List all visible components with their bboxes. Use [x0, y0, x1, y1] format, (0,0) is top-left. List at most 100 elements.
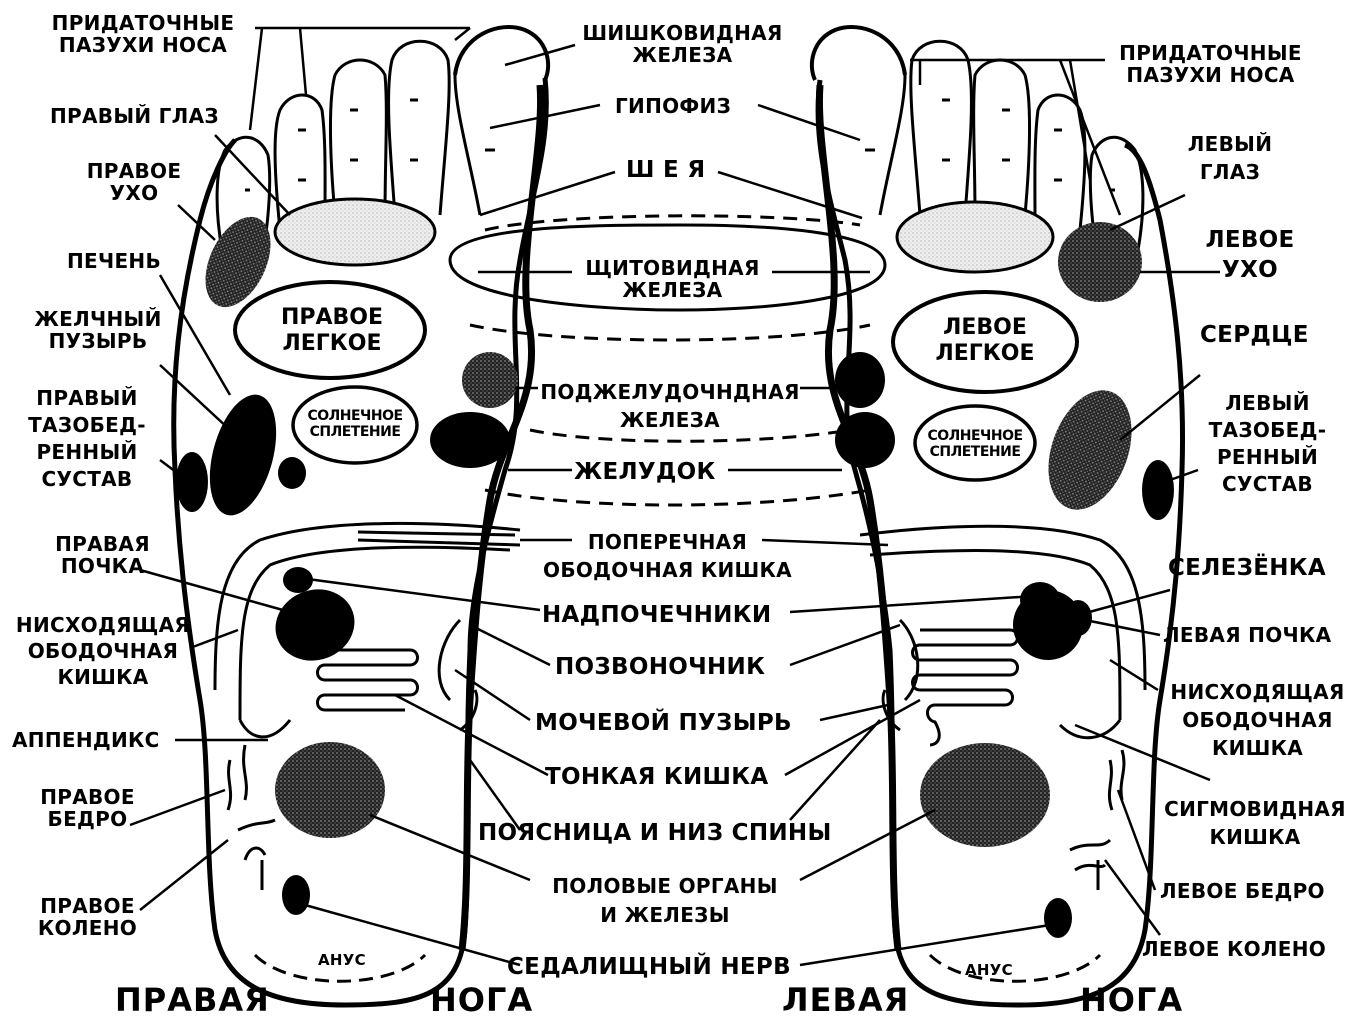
footer-right-word1: ПРАВАЯ — [115, 982, 270, 1018]
label-right-descending-colon-line1: НИСХОДЯЩАЯ — [8, 612, 198, 638]
right-pancreas-blob — [462, 352, 518, 408]
label-right-kidney-line1: ПРАВАЯ — [45, 533, 160, 555]
right-liver-zone — [198, 387, 288, 522]
label-gallbladder: ЖЕЛЧНЫЙ ПУЗЫРЬ — [28, 308, 168, 352]
label-left-hip: ЛЕВЫЙ ТАЗОБЕД- РЕННЫЙ СУСТАВ — [1195, 390, 1340, 498]
label-thyroid-line1: ЩИТОВИДНАЯ — [570, 257, 775, 279]
label-right-knee: ПРАВОЕ КОЛЕНО — [30, 895, 145, 939]
label-right-thigh-line1: ПРАВОЕ — [30, 786, 145, 808]
label-heart: СЕРДЦЕ — [1200, 320, 1309, 350]
label-left-hip-line2: ТАЗОБЕД- — [1195, 417, 1340, 444]
label-spine: ПОЗВОНОЧНИК — [555, 652, 765, 682]
label-left-hip-line3: РЕННЫЙ — [1195, 444, 1340, 471]
label-left-lung: ЛЕВОЕ ЛЕГКОЕ — [915, 315, 1055, 367]
right-small-intestine — [318, 650, 418, 710]
label-right-hip-line2: ТАЗОБЕД- — [12, 412, 162, 439]
label-left-sinuses-line1: ПРИДАТОЧНЫЕ — [1103, 42, 1318, 64]
label-bladder: МОЧЕВОЙ ПУЗЫРЬ — [535, 708, 792, 738]
label-pancreas-line1: ПОДЖЕЛУДОЧНДНАЯ — [535, 378, 805, 406]
right-genital-zone — [275, 742, 385, 838]
label-left-sinuses: ПРИДАТОЧНЫЕ ПАЗУХИ НОСА — [1103, 42, 1318, 86]
left-genital-zone — [920, 743, 1050, 847]
label-right-kidney: ПРАВАЯ ПОЧКА — [45, 533, 160, 577]
label-left-descending-colon: НИСХОДЯЩАЯ ОБОДОЧНАЯ КИШКА — [1160, 678, 1355, 762]
label-left-lung-line2: ЛЕГКОЕ — [915, 341, 1055, 367]
label-right-descending-colon-line3: КИШКА — [8, 664, 198, 690]
label-left-lung-line1: ЛЕВОЕ — [915, 315, 1055, 341]
label-right-solar-plexus-line1: СОЛНЕЧНОЕ — [300, 408, 410, 424]
label-thyroid-line2: ЖЕЛЕЗА — [570, 279, 775, 301]
label-gallbladder-line1: ЖЕЛЧНЫЙ — [28, 308, 168, 330]
label-transverse-colon-line2: ОБОДОЧНАЯ КИШКА — [520, 556, 815, 584]
footer-right-word2: НОГА — [430, 982, 533, 1018]
left-pancreas-blob — [835, 352, 885, 408]
label-genitals-line2: И ЖЕЛЕЗЫ — [530, 901, 800, 930]
label-gallbladder-line2: ПУЗЫРЬ — [28, 330, 168, 352]
label-right-lung-line2: ЛЕГКОЕ — [262, 331, 402, 357]
label-sciatic: СЕДАЛИЩНЫЙ НЕРВ — [507, 952, 791, 982]
label-left-eye: ЛЕВЫЙ ГЛАЗ — [1180, 130, 1280, 186]
label-pituitary: ГИПОФИЗ — [615, 95, 731, 117]
label-right-ear: ПРАВОЕ УХО — [80, 160, 188, 204]
right-sciatic-zone — [282, 875, 310, 915]
label-lower-back: ПОЯСНИЦА И НИЗ СПИНЫ — [478, 818, 832, 848]
label-spleen: СЕЛЕЗЁНКА — [1168, 553, 1326, 583]
left-ear-zone — [1058, 222, 1142, 302]
label-left-anus: АНУС — [965, 962, 1013, 978]
label-right-solar-plexus: СОЛНЕЧНОЕ СПЛЕТЕНИЕ — [300, 408, 410, 440]
label-right-kidney-line2: ПОЧКА — [45, 555, 160, 577]
label-left-descending-colon-line3: КИШКА — [1160, 734, 1355, 762]
label-left-descending-colon-line1: НИСХОДЯЩАЯ — [1160, 678, 1355, 706]
label-left-ear-line2: УХО — [1195, 255, 1305, 285]
right-kidney-zone — [265, 578, 364, 671]
label-right-solar-plexus-line2: СПЛЕТЕНИЕ — [300, 424, 410, 440]
label-sigmoid-line2: КИШКА — [1155, 823, 1355, 851]
label-right-sinuses-line1: ПРИДАТОЧНЫЕ — [38, 12, 248, 34]
label-right-hip-line3: РЕННЫЙ — [12, 439, 162, 466]
label-right-ear-line2: УХО — [80, 182, 188, 204]
label-genitals-line1: ПОЛОВЫЕ ОРГАНЫ — [530, 872, 800, 901]
footer-left-word1: ЛЕВАЯ — [782, 982, 909, 1018]
label-sigmoid: СИГМОВИДНАЯ КИШКА — [1155, 795, 1355, 851]
label-left-ear-line1: ЛЕВОЕ — [1195, 225, 1305, 255]
label-right-sinuses-line2: ПАЗУХИ НОСА — [38, 34, 248, 56]
label-left-thigh: ЛЕВОЕ БЕДРО — [1160, 880, 1325, 902]
footer-left-word2: НОГА — [1080, 982, 1183, 1018]
label-left-solar-plexus-line2: СПЛЕТЕНИЕ — [920, 444, 1030, 460]
label-pineal-line1: ШИШКОВИДНАЯ — [565, 22, 800, 44]
label-pancreas: ПОДЖЕЛУДОЧНДНАЯ ЖЕЛЕЗА — [535, 378, 805, 434]
label-appendix: АППЕНДИКС — [12, 729, 160, 751]
label-left-sinuses-line2: ПАЗУХИ НОСА — [1103, 64, 1318, 86]
label-right-lung-line1: ПРАВОЕ — [262, 305, 402, 331]
label-stomach: ЖЕЛУДОК — [574, 457, 716, 487]
left-heart-zone — [1033, 379, 1147, 522]
label-small-intestine: ТОНКАЯ КИШКА — [545, 762, 768, 792]
label-neck: Ш Е Я — [626, 155, 705, 185]
left-toe-3 — [974, 60, 1030, 215]
label-right-thigh: ПРАВОЕ БЕДРО — [30, 786, 145, 830]
label-sigmoid-line1: СИГМОВИДНАЯ — [1155, 795, 1355, 823]
label-left-solar-plexus-line1: СОЛНЕЧНОЕ — [920, 428, 1030, 444]
label-left-knee: ЛЕВОЕ КОЛЕНО — [1142, 938, 1326, 960]
left-sinus-pad — [897, 202, 1053, 272]
label-left-hip-line4: СУСТАВ — [1195, 471, 1340, 498]
label-pineal: ШИШКОВИДНАЯ ЖЕЛЕЗА — [565, 22, 800, 66]
label-right-eye: ПРАВЫЙ ГЛАЗ — [50, 105, 219, 127]
right-big-toe — [455, 27, 548, 80]
label-pineal-line2: ЖЕЛЕЗА — [565, 44, 800, 66]
label-liver: ПЕЧЕНЬ — [67, 250, 161, 272]
label-right-ear-line1: ПРАВОЕ — [80, 160, 188, 182]
right-hip-zone — [176, 452, 208, 512]
label-left-descending-colon-line2: ОБОДОЧНАЯ — [1160, 706, 1355, 734]
label-right-hip-line4: СУСТАВ — [12, 466, 162, 493]
left-sciatic-zone — [1044, 898, 1072, 938]
label-right-knee-line2: КОЛЕНО — [30, 917, 145, 939]
label-right-lung: ПРАВОЕ ЛЕГКОЕ — [262, 305, 402, 357]
label-left-eye-line2: ГЛАЗ — [1180, 158, 1280, 186]
left-hip-zone — [1142, 460, 1174, 520]
label-transverse-colon-line1: ПОПЕРЕЧНАЯ — [520, 528, 815, 556]
label-transverse-colon: ПОПЕРЕЧНАЯ ОБОДОЧНАЯ КИШКА — [520, 528, 815, 584]
label-right-descending-colon-line2: ОБОДОЧНАЯ — [8, 638, 198, 664]
label-right-hip-line1: ПРАВЫЙ — [12, 385, 162, 412]
